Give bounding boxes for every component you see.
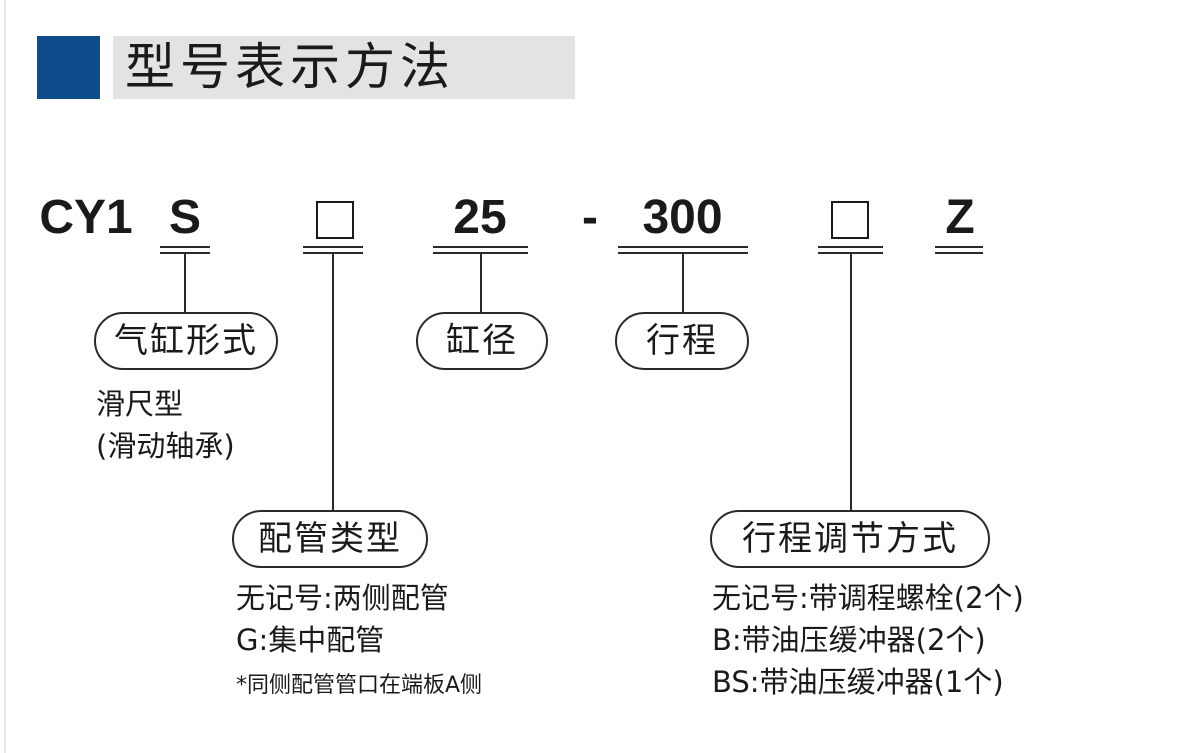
code-piping-placeholder [305, 188, 365, 248]
label-piping-type: 配管类型 [232, 510, 428, 568]
note-adjust-1: 无记号:带调程螺栓(2个) [712, 581, 1024, 615]
label-stroke-adjust: 行程调节方式 [710, 510, 990, 568]
connector-bore [480, 254, 482, 312]
label-cylinder-form: 气缸形式 [94, 312, 278, 370]
page-title: 型号表示方法 [125, 38, 455, 96]
underline-bore-2 [433, 252, 528, 254]
code-adjust-placeholder [820, 188, 880, 248]
piping-placeholder-box [316, 201, 354, 240]
code-bore: 25 [453, 191, 507, 244]
underline-piping-1 [303, 246, 363, 248]
note-piping-3: *同侧配管管口在端板A侧 [236, 673, 483, 698]
code-stroke: 300 [642, 191, 723, 244]
underline-piping-2 [303, 252, 363, 254]
label-bore: 缸径 [416, 312, 548, 370]
underline-bore-1 [433, 246, 528, 248]
note-piping-1: 无记号:两侧配管 [236, 581, 449, 615]
code-suffix: Z [945, 191, 975, 244]
underline-suffix-1 [935, 246, 983, 248]
code-type: S [168, 191, 201, 244]
underline-adjust-1 [818, 246, 883, 248]
code-dash: - [582, 191, 598, 244]
page-left-border [4, 0, 6, 753]
connector-stroke [682, 254, 684, 312]
code-series: CY1 [39, 191, 133, 244]
note-adjust-3: BS:带油压缓冲器(1个) [712, 665, 1004, 699]
underline-stroke-1 [618, 246, 748, 248]
note-piping-2: G:集中配管 [236, 623, 385, 657]
underline-type-1 [160, 246, 210, 248]
underline-type-2 [160, 252, 210, 254]
underline-stroke-2 [618, 252, 748, 254]
adjust-placeholder-box [831, 201, 869, 240]
title-marker-square [37, 36, 100, 99]
underline-suffix-2 [935, 252, 983, 254]
connector-piping [332, 254, 334, 510]
underline-adjust-2 [818, 252, 883, 254]
connector-type [184, 254, 186, 312]
note-adjust-2: B:带油压缓冲器(2个) [712, 623, 986, 657]
note-cylinder-form-1: 滑尺型 [96, 387, 184, 421]
connector-adjust [850, 254, 852, 510]
title-bar [113, 36, 575, 99]
note-cylinder-form-2: (滑动轴承) [96, 429, 235, 463]
label-stroke: 行程 [615, 312, 749, 370]
